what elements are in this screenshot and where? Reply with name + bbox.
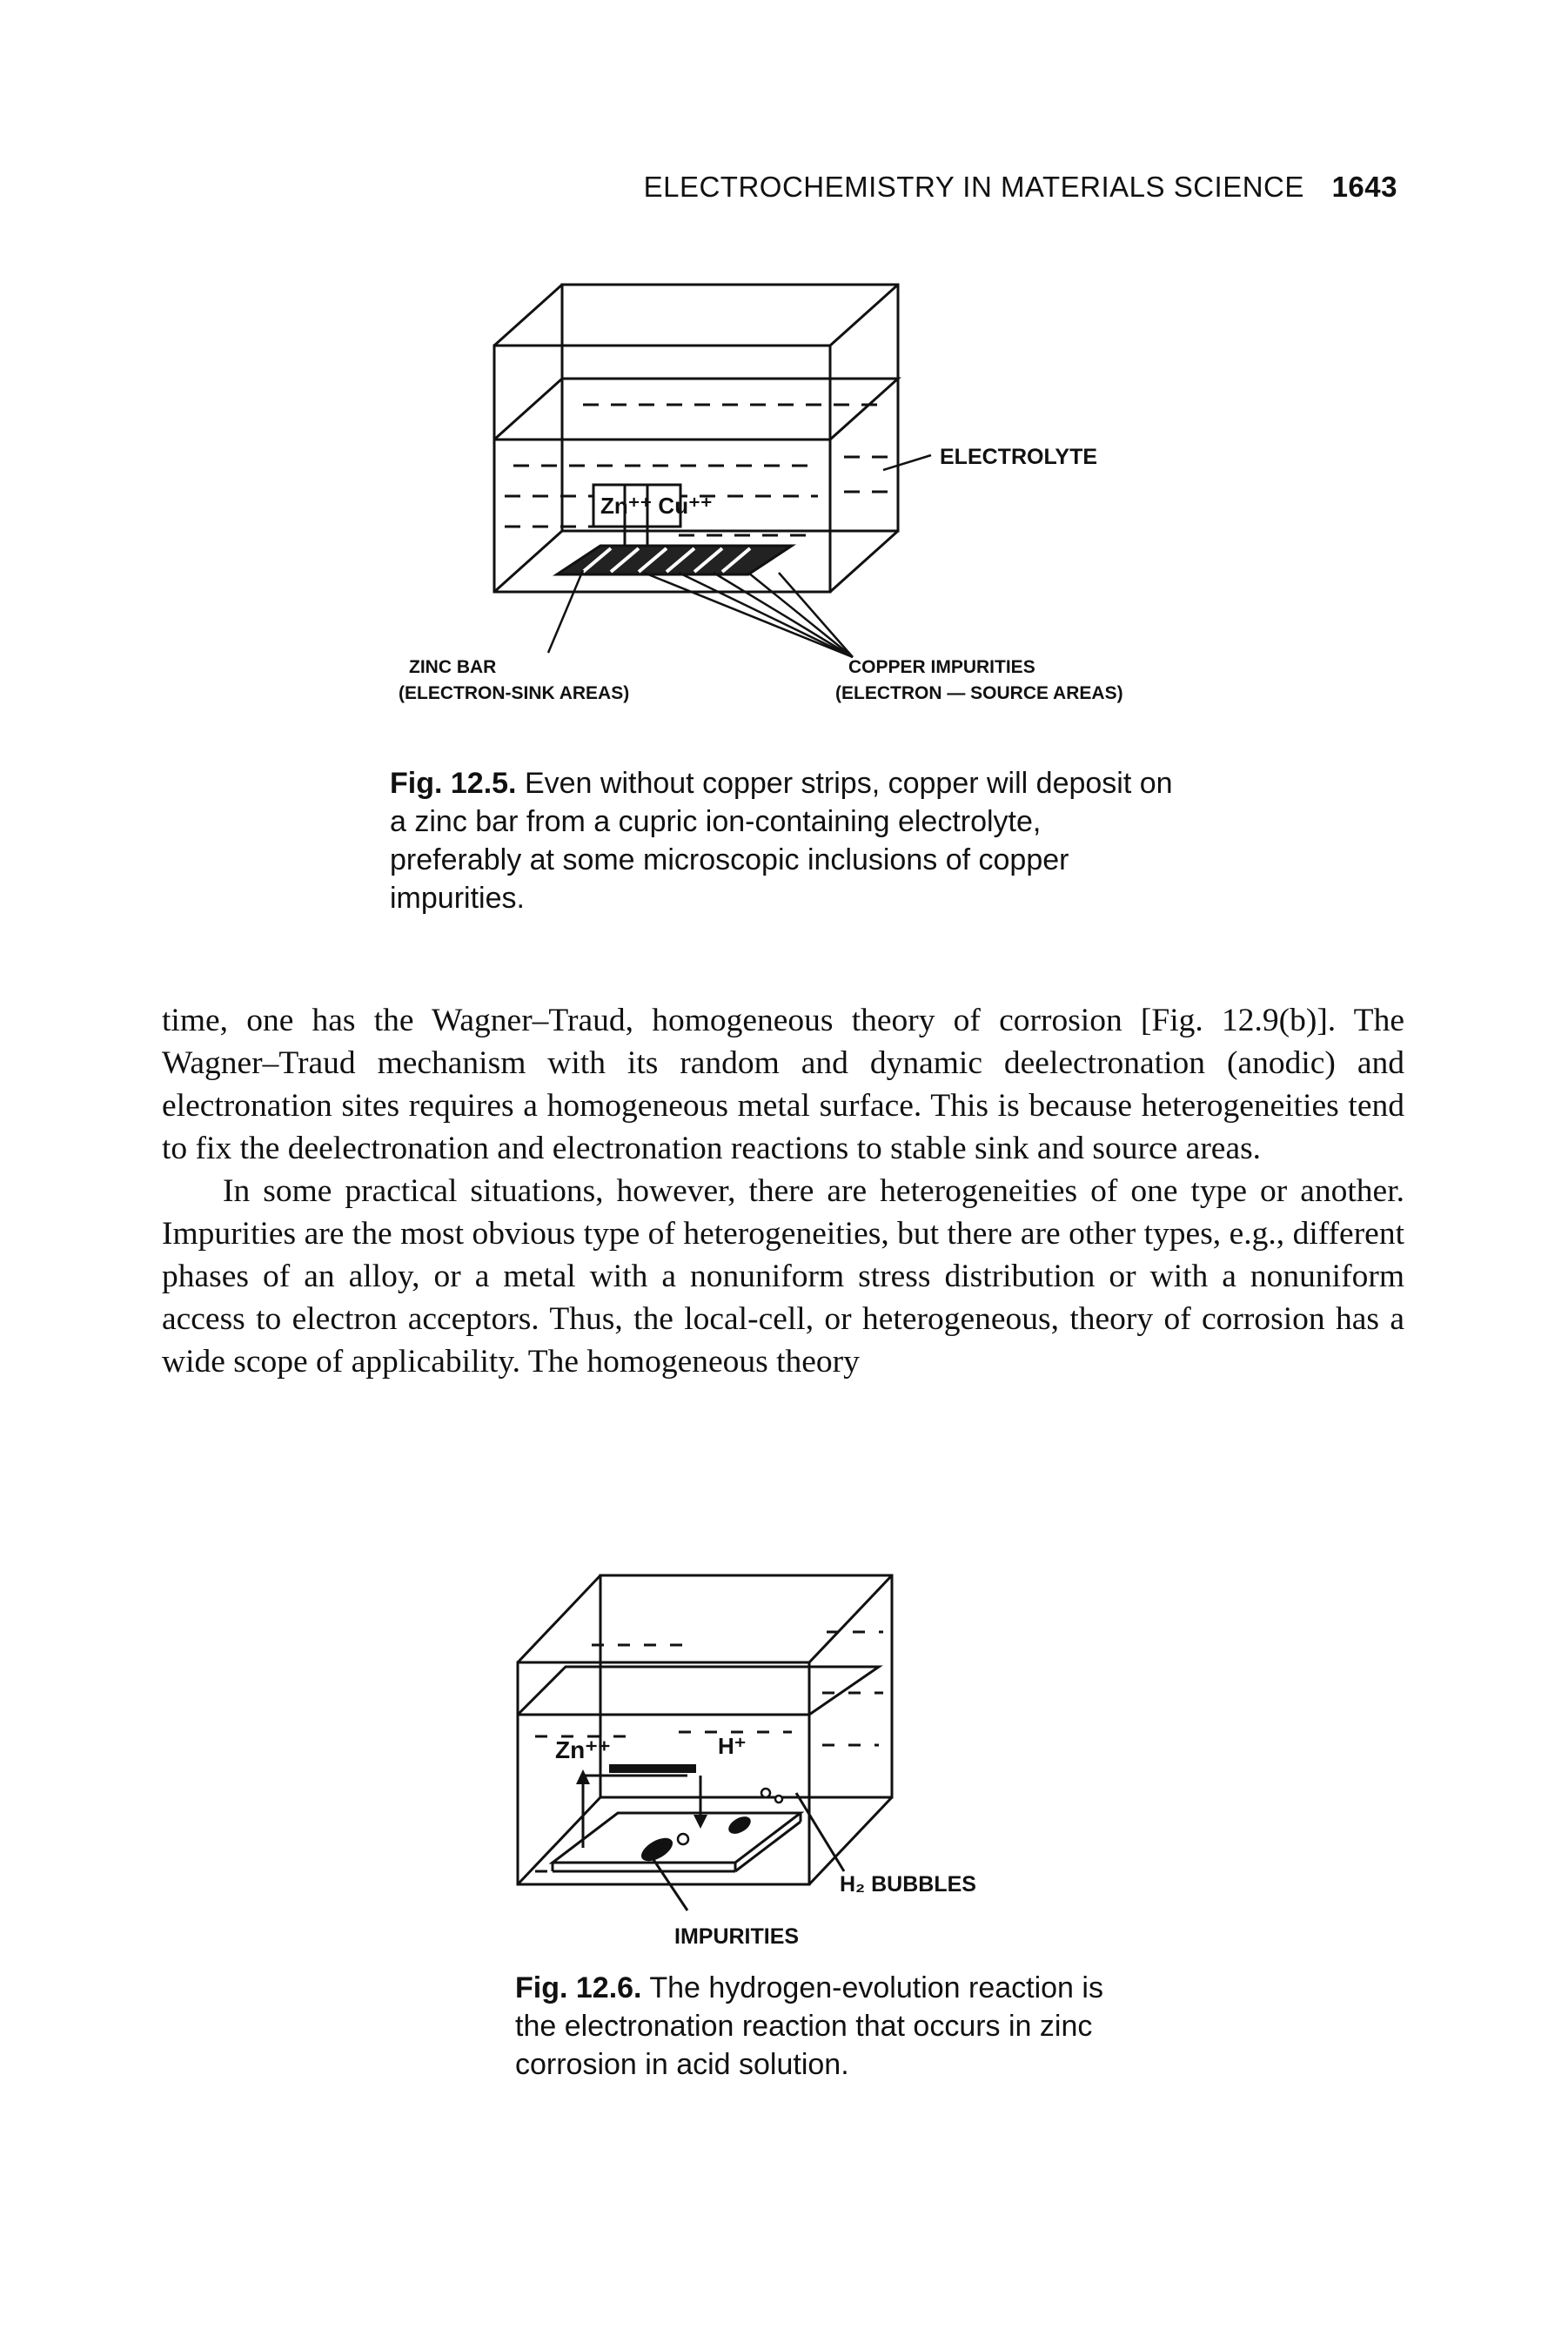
hydrogen-ion-label: H⁺ [718,1733,747,1759]
figure-12-5-caption-text: Even without copper strips, copper will … [390,767,1173,915]
electrolyte-label: ELECTROLYTE [940,445,1097,469]
running-head: ELECTROCHEMISTRY IN MATERIALS SCIENCE 16… [644,171,1397,204]
body-text: time, one has the Wagner–Traud, homogene… [162,999,1404,1383]
impurities-label: IMPURITIES [674,1924,799,1949]
figure-12-5-label: Fig. 12.5. [390,767,517,800]
zinc-ion-label: Zn⁺⁺ [555,1736,611,1763]
figure-12-6-label: Fig. 12.6. [515,1971,642,2004]
electron-sink-label: (ELECTRON-SINK AREAS) [399,683,629,703]
running-title: ELECTROCHEMISTRY IN MATERIALS SCIENCE [643,171,1304,203]
h2-bubbles-label: H₂ BUBBLES [840,1872,976,1897]
ion-label: Zn⁺⁺ Cu⁺⁺ [600,493,713,519]
acid-corrosion-cell-diagram: Zn⁺⁺ H⁺ H₂ BUBBLES IMPURITIES [516,1574,976,1949]
figure-12-6-caption: Fig. 12.6. The hydrogen-evolution reacti… [515,1969,1124,2084]
body-paragraph: In some practical situations, however, t… [162,1173,1404,1380]
body-paragraph: time, one has the Wagner–Traud, homogene… [162,1003,1404,1166]
electron-source-label: (ELECTRON — SOURCE AREAS) [835,683,1123,703]
page-number: 1643 [1331,171,1397,203]
electrolytic-cell-diagram: Zn⁺⁺ Cu⁺⁺ ELECTROLYTE ZINC BAR (ELECTRON… [399,283,1123,703]
figure-12-5-caption: Fig. 12.5. Even without copper strips, c… [390,764,1173,917]
figure-12-5: Zn⁺⁺ Cu⁺⁺ ELECTROLYTE ZINC BAR (ELECTRON… [383,274,1183,727]
zinc-bar-label: ZINC BAR [409,657,496,677]
figure-12-6-caption-text: The hydrogen-evolution reaction is the e… [515,1971,1103,2081]
figure-12-6: Zn⁺⁺ H⁺ H₂ BUBBLES IMPURITIES [513,1571,1105,1963]
copper-impurities-label: COPPER IMPURITIES [848,657,1035,677]
